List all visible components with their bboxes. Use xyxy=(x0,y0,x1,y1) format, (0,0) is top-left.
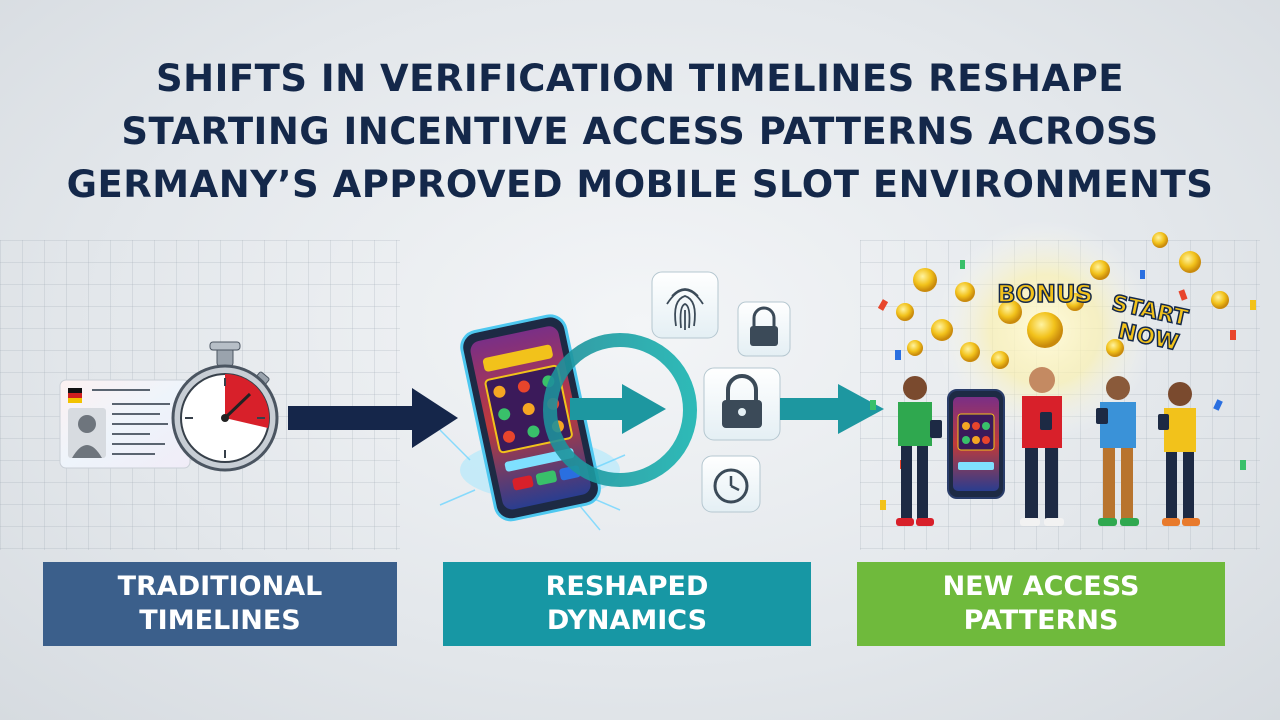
title-line-1: SHIFTS IN VERIFICATION TIMELINES RESHAPE xyxy=(155,57,1125,100)
person-yellow xyxy=(1158,382,1200,526)
title-line-3: GERMANY’S APPROVED MOBILE SLOT ENVIRONME… xyxy=(66,163,1214,206)
stage-label-new-access-patterns: NEW ACCESS PATTERNS xyxy=(857,562,1225,646)
stage-label-line-1: NEW ACCESS xyxy=(942,571,1140,602)
person-blue xyxy=(1096,376,1139,526)
lock-icon-large xyxy=(703,367,781,441)
people-group xyxy=(896,367,1200,526)
fingerprint-icon xyxy=(651,271,719,339)
stopwatch-icon xyxy=(171,341,279,472)
bonus-text: BONUS xyxy=(997,280,1093,308)
clock-icon xyxy=(701,455,761,513)
stage-label-line-2: PATTERNS xyxy=(963,605,1119,636)
stage-label-reshaped-dynamics: RESHAPED DYNAMICS xyxy=(443,562,811,646)
arrow-icon-teal xyxy=(780,384,884,434)
person-green xyxy=(896,376,942,526)
stage-label-line-1: RESHAPED xyxy=(545,571,709,602)
page-title: SHIFTS IN VERIFICATION TIMELINES RESHAPE… xyxy=(40,52,1240,211)
smartphone-slot-icon-large xyxy=(947,389,1005,499)
stage-label-traditional-timelines: TRADITIONAL TIMELINES xyxy=(43,562,397,646)
stage-label-line-1: TRADITIONAL xyxy=(117,571,323,602)
stage-label-line-2: DYNAMICS xyxy=(546,605,708,636)
person-red xyxy=(1020,367,1064,526)
lock-icon xyxy=(737,301,791,357)
coin-icon xyxy=(896,232,1229,369)
stage-label-line-2: TIMELINES xyxy=(139,605,301,636)
id-card-icon xyxy=(59,379,191,469)
title-line-2: STARTING INCENTIVE ACCESS PATTERNS ACROS… xyxy=(121,110,1159,153)
arrow-icon xyxy=(288,388,458,448)
refresh-cycle-icon xyxy=(543,333,697,487)
